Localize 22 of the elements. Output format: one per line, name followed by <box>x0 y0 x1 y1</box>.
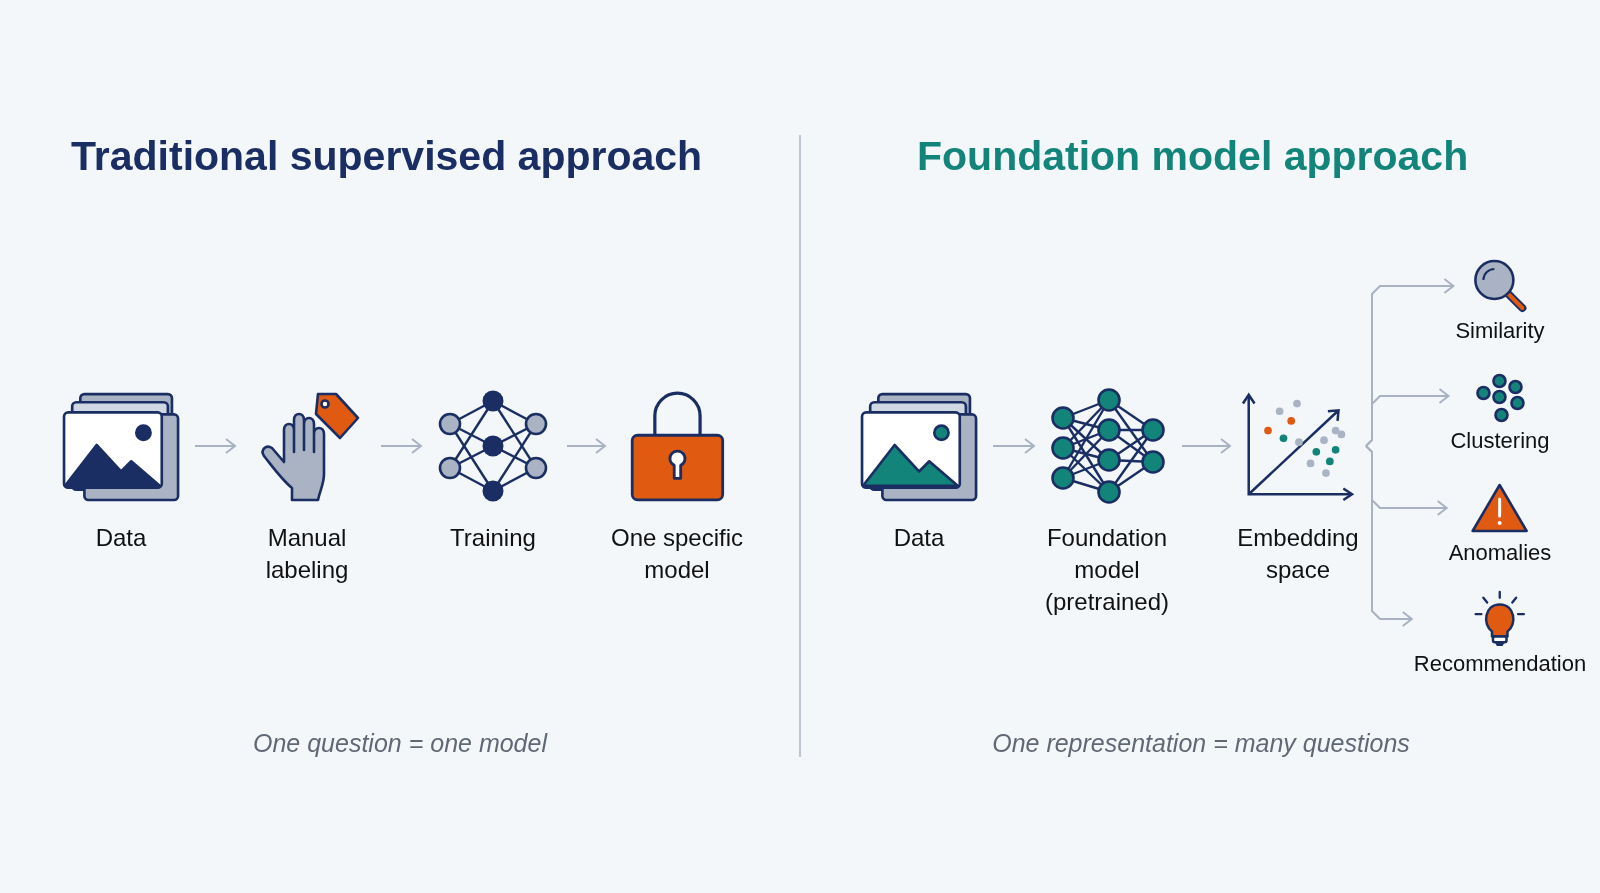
arrow <box>992 438 1035 454</box>
summary-note: One question = one model <box>253 729 547 758</box>
summary-note: One representation = many questions <box>992 729 1410 758</box>
step-label: Foundation model (pretrained) <box>1043 523 1171 617</box>
step-label: Clustering <box>1450 428 1550 454</box>
section-heading: Traditional supervised approach <box>71 133 703 180</box>
arrow <box>380 438 422 454</box>
step-label: Data <box>95 523 147 553</box>
arrow <box>1365 388 1450 447</box>
section-heading: Foundation model approach <box>917 133 1469 180</box>
arrow <box>194 438 236 454</box>
step-label: Recommendation <box>1413 651 1587 677</box>
arrow <box>566 438 606 454</box>
arrow <box>1365 445 1413 627</box>
step-label: Data <box>893 523 945 553</box>
step-label: Anomalies <box>1448 540 1552 566</box>
step-label: Training <box>450 523 536 553</box>
arrow <box>1181 438 1231 454</box>
step-label: Embedding space <box>1236 523 1360 585</box>
step-label: Similarity <box>1455 318 1545 344</box>
step-label: One specific model <box>609 523 745 585</box>
step-label: Manual labeling <box>264 523 350 585</box>
